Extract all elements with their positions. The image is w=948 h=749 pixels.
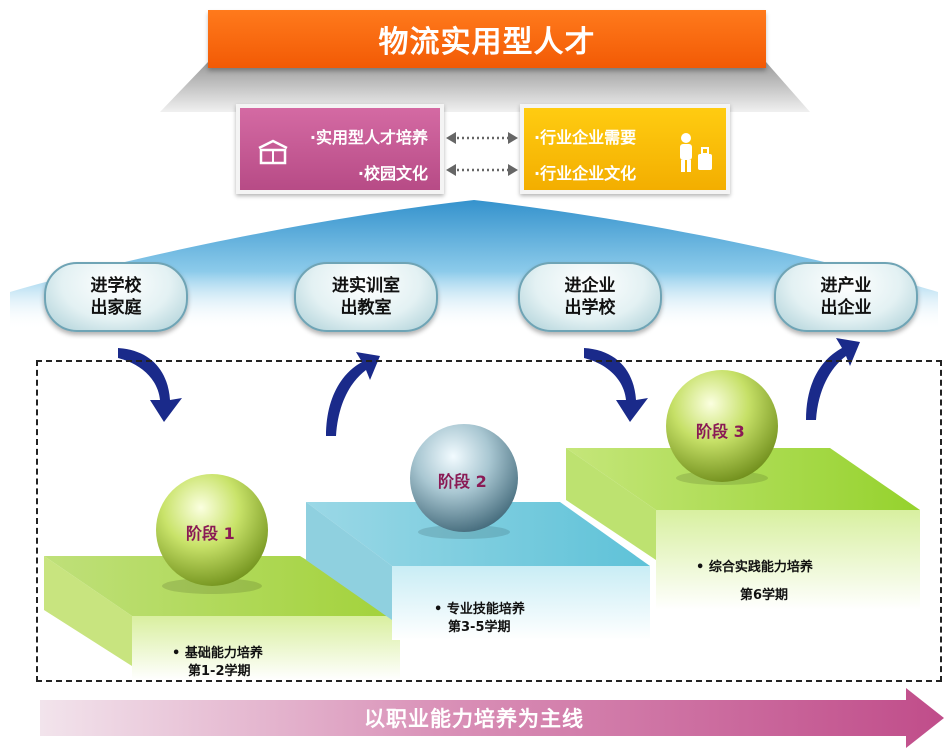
page-title: 物流实用型人才 <box>208 10 766 68</box>
stage-2-label: 阶段 2 <box>438 472 487 491</box>
stage-3-sphere <box>666 370 778 482</box>
transition-1-line-2: 出家庭 <box>90 298 142 318</box>
stage-3-desc: • 综合实践能力培养 <box>696 560 813 575</box>
header-base <box>160 62 810 112</box>
school-line-1: ·实用型人才培养 <box>309 128 428 147</box>
arrow-down-1 <box>118 348 182 422</box>
transition-2-line-2: 出教室 <box>340 298 392 318</box>
stage-1-sphere <box>156 474 268 586</box>
step-3-front <box>656 510 920 610</box>
school-line-2: ·校园文化 <box>357 164 428 183</box>
step-1-front <box>132 616 400 680</box>
step-3-side <box>566 448 656 560</box>
step-1-top <box>44 556 400 616</box>
step-2-side <box>306 502 392 620</box>
transition-pill-4: 进产业 出企业 <box>774 262 918 332</box>
stage-1-term: 第1-2学期 <box>188 664 251 679</box>
transition-3-line-2: 出学校 <box>564 298 616 318</box>
transition-2-line-1: 进实训室 <box>332 276 400 296</box>
step-2-top <box>306 502 650 566</box>
book-icon <box>256 138 290 170</box>
stages-frame <box>36 360 942 682</box>
transition-pill-1: 进学校 出家庭 <box>44 262 188 332</box>
arrow-up-4 <box>806 338 860 420</box>
arrow-down-3 <box>584 348 648 422</box>
blue-fan <box>10 200 938 330</box>
transition-4-line-2: 出企业 <box>820 298 872 318</box>
worker-luggage-icon <box>676 132 716 178</box>
stage-2-sphere <box>410 424 518 532</box>
transition-pill-2: 进实训室 出教室 <box>294 262 438 332</box>
main-line-label: 以职业能力培养为主线 <box>364 707 584 731</box>
enterprise-line-2: ·行业企业文化 <box>534 164 637 183</box>
transition-3-line-1: 进企业 <box>564 276 616 296</box>
stage-1-label: 阶段 1 <box>186 524 235 543</box>
enterprise-line-1: ·行业企业需要 <box>534 128 637 147</box>
stage-3-term: 第6学期 <box>740 588 789 603</box>
main-line-arrow <box>40 688 944 748</box>
stage-2-desc: • 专业技能培养 <box>434 602 525 617</box>
stage-3-label: 阶段 3 <box>696 422 745 441</box>
step-3-top <box>566 448 920 510</box>
transition-4-line-1: 进产业 <box>820 276 872 296</box>
stage-2-term: 第3-5学期 <box>448 620 511 635</box>
stage-1-desc: • 基础能力培养 <box>172 646 263 661</box>
enterprise-panel: ·行业企业需要 ·行业企业文化 <box>520 104 730 194</box>
step-2-front <box>392 566 650 640</box>
transition-pill-3: 进企业 出学校 <box>518 262 662 332</box>
school-panel: ·实用型人才培养 ·校园文化 <box>236 104 444 194</box>
link-arrows <box>446 132 518 176</box>
step-1-side <box>44 556 132 666</box>
transition-1-line-1: 进学校 <box>90 276 142 296</box>
